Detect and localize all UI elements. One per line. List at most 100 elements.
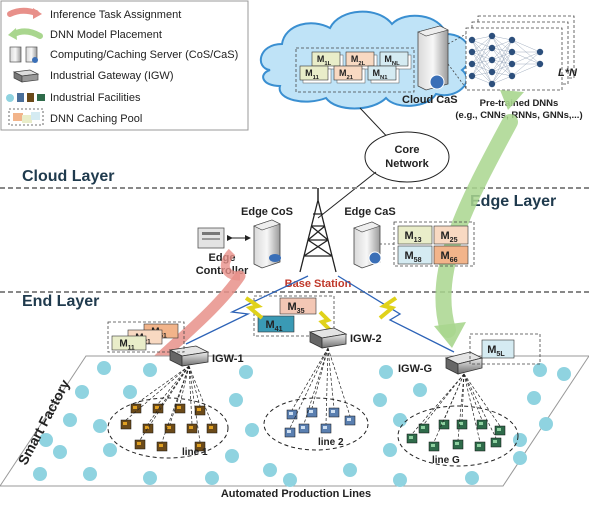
industrial-machine-icon [452,439,464,450]
caching-pool-icon [8,108,44,126]
facility-dot [245,423,259,437]
industrial-machine-icon [134,439,146,450]
facility-dot [513,451,527,465]
industrial-facility-icon [6,93,45,102]
wireless-link-igwg [337,275,455,353]
facility-dot [143,363,157,377]
industrial-machine-icon [476,419,488,430]
industrial-machine-icon [206,423,218,434]
dnn-model-block-11: M11 [299,65,329,81]
dnn-model-block-NL: MNL [379,51,409,67]
industrial-machine-icon [406,433,418,444]
edge-cos-label: Edge CoS [241,206,293,218]
facility-dot [225,449,239,463]
industrial-machine-icon [186,423,198,434]
dnn-model-block-25: M25 [433,225,469,245]
neural-network-icon [468,32,544,88]
legend-facility-label: Industrial Facilities [50,92,141,104]
legend: Inference Task Assignment DNN Model Plac… [0,0,249,131]
industrial-machine-icon [142,423,154,434]
edge-controller [197,227,225,249]
facility-dot [533,363,547,377]
industrial-machine-icon [194,405,206,416]
production-line-1 [107,397,229,459]
igw-2 [308,327,348,349]
lightning-icon [244,296,264,320]
facility-dot [33,467,47,481]
lightning-icon [318,310,332,332]
igw-g-pool: M5L [469,333,541,365]
facility-dot [343,463,357,477]
facility-dot [93,419,107,433]
dnn-model-block-1L: M1L [311,51,341,67]
edge-cos-server [253,219,281,269]
facility-dot [393,473,407,487]
inference-arrow-icon [7,7,39,17]
pretrained-title: Pre-trained DNNs [480,98,559,109]
facility-dot [263,463,277,477]
industrial-machine-icon [418,423,430,434]
lightning-icon [378,296,398,320]
legend-box [0,0,249,131]
industrial-machine-icon [344,415,356,426]
facility-dot [239,365,253,379]
dnn-model-block-13: M13 [397,225,433,245]
core-network-line2: Network [385,158,429,170]
line-g-label: line G [432,455,460,466]
industrial-machine-icon [286,409,298,420]
igw-1 [168,345,210,367]
industrial-machine-icon [306,407,318,418]
edge-layer-label: Edge Layer [470,193,556,210]
facility-dot [557,367,571,381]
pretrained-dnn-stack [447,15,575,91]
gateway-icon [12,69,40,83]
legend-inference-label: Inference Task Assignment [50,9,181,21]
legend-server-label: Computing/Caching Server (CoS/CaS) [50,49,238,61]
igw-1-label: IGW-1 [212,353,244,365]
end-layer-label: End Layer [22,293,99,310]
cpu-icon [269,254,281,262]
wireless-link-igw1 [185,275,309,345]
facility-dot [283,473,297,487]
dnn-model-block-66: M66 [433,245,469,265]
edge-cas-label: Edge CaS [344,206,395,218]
industrial-machine-icon [494,425,506,436]
industrial-machine-icon [474,441,486,452]
facility-dot [75,385,89,399]
facility-dot [379,365,393,379]
dnn-count-label: L*N [558,67,578,79]
igw-2-label: IGW-2 [350,333,382,345]
facility-dot [373,393,387,407]
production-line-g [397,405,519,467]
industrial-machine-icon [490,437,502,448]
facility-dot [465,471,479,485]
industrial-machine-icon [456,419,468,430]
dnn-model-block-21: M21 [333,65,363,81]
factory-floor [0,355,589,487]
legend-pool-label: DNN Caching Pool [50,113,142,125]
industrial-machine-icon [298,423,310,434]
dnn-model-block-N1: MN1 [367,65,397,81]
igw-1-pool: M61M21M11 [107,321,185,353]
industrial-machine-icon [284,427,296,438]
facility-dot [123,385,137,399]
igw-g-label: IGW-G [398,363,432,375]
base-station-label: Base Station [285,278,352,290]
facility-dot [39,433,53,447]
line-2-label: line 2 [318,437,344,448]
facility-dot [413,383,427,397]
facility-dot [539,417,553,431]
industrial-machine-icon [152,403,164,414]
facility-dot [205,471,219,485]
server-icon [9,46,38,63]
cloud-layer-label: Cloud Layer [22,168,114,185]
legend-placement-label: DNN Model Placement [50,29,162,41]
facility-dot [393,413,407,427]
facility-dot [143,471,157,485]
dnn-model-block-41: M41 [257,315,295,333]
facility-dot [229,393,243,407]
facility-dot [103,443,117,457]
